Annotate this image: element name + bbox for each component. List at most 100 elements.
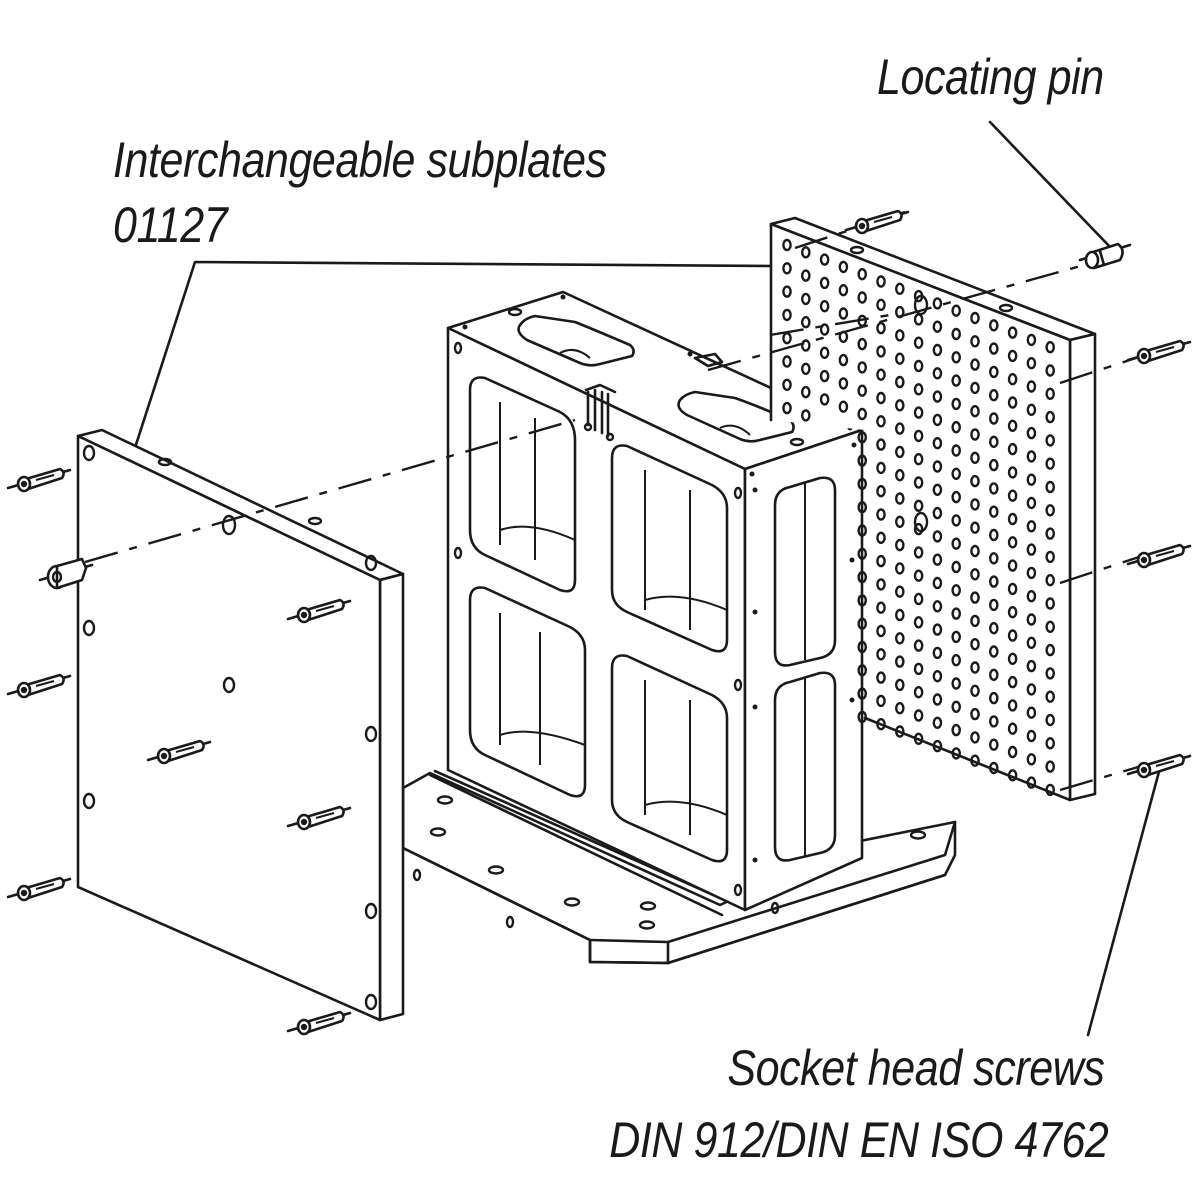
socket-head-screw (6, 876, 72, 902)
grid-hole (838, 400, 849, 413)
grid-hole (1007, 769, 1018, 782)
grid-hole (951, 654, 962, 667)
socket-head-screw (1126, 543, 1192, 569)
grid-hole (876, 508, 886, 521)
grid-hole (1026, 496, 1037, 510)
grid-hole (1045, 527, 1055, 540)
grid-hole (932, 390, 943, 403)
grid-hole (857, 664, 868, 677)
grid-hole (970, 661, 980, 674)
grid-hole (1045, 643, 1055, 657)
center-lines (84, 210, 1146, 792)
socket-head-screw (6, 467, 72, 493)
grid-hole (895, 422, 905, 435)
pin-bracket (583, 352, 724, 442)
grid-hole (989, 715, 999, 728)
grid-hole (876, 624, 886, 638)
leader-locating-pin (988, 120, 1113, 250)
grid-hole (819, 393, 830, 406)
grid-hole (989, 645, 999, 658)
grid-hole (951, 560, 962, 574)
grid-hole (1007, 536, 1018, 549)
grid-hole (970, 474, 980, 488)
grid-hole (951, 490, 962, 504)
grid-hole (970, 568, 980, 581)
grid-hole (913, 383, 924, 396)
grid-hole (970, 591, 980, 604)
grid-hole (1026, 566, 1037, 580)
socket-head-screw (286, 805, 352, 831)
grid-hole (1007, 442, 1018, 456)
grid-hole (819, 369, 830, 383)
grid-hole (1007, 512, 1018, 526)
grid-hole (1045, 574, 1055, 587)
grid-hole (857, 361, 868, 374)
grid-hole (895, 352, 905, 365)
grid-hole (857, 291, 868, 304)
grid-hole (895, 375, 905, 389)
locating-pin-right (1078, 242, 1132, 270)
grid-hole (1026, 683, 1037, 696)
socket-head-screw (146, 739, 212, 765)
grid-hole (951, 723, 962, 737)
grid-hole (1026, 706, 1037, 719)
grid-hole (932, 297, 943, 310)
grid-hole (913, 639, 924, 652)
label-subplates-title: Interchangeable subplates (113, 132, 607, 188)
grid-hole (989, 668, 999, 681)
grid-hole (951, 514, 962, 527)
grid-hole (951, 444, 962, 457)
grid-hole (1007, 652, 1018, 665)
socket-head-screws (6, 209, 1192, 1036)
grid-hole (857, 547, 868, 560)
grid-hole (1045, 434, 1055, 447)
grid-hole (989, 505, 999, 518)
grid-hole (876, 368, 886, 381)
grid-hole (970, 311, 980, 325)
grid-hole (876, 554, 886, 568)
grid-hole (989, 319, 999, 332)
leader-lines (120, 120, 1162, 1037)
grid-hole (876, 578, 886, 591)
grid-hole (857, 594, 868, 607)
grid-hole (1007, 606, 1018, 619)
grid-hole (913, 476, 924, 489)
grid-hole (1045, 480, 1055, 494)
grid-hole (1007, 559, 1018, 572)
subplate-right (769, 216, 1097, 802)
grid-hole (970, 684, 980, 697)
grid-hole (1045, 783, 1055, 797)
grid-hole (913, 662, 924, 676)
grid-hole (857, 477, 868, 491)
grid-hole (951, 677, 962, 690)
grid-hole (1045, 620, 1055, 633)
grid-hole (1045, 690, 1055, 703)
grid-hole (876, 694, 886, 708)
grid-hole (970, 358, 980, 371)
grid-hole (1026, 636, 1037, 649)
grid-hole (970, 451, 980, 464)
grid-hole (970, 638, 980, 651)
grid-hole (857, 384, 868, 397)
grid-hole (913, 732, 924, 745)
grid-hole (913, 453, 924, 466)
grid-hole (1045, 410, 1055, 424)
grid-hole (989, 482, 999, 495)
grid-hole (876, 485, 886, 498)
grid-holes (782, 238, 1055, 797)
grid-hole (838, 377, 849, 390)
grid-hole (989, 691, 999, 705)
grid-hole (782, 401, 792, 415)
grid-hole (1007, 373, 1018, 386)
grid-hole (895, 632, 905, 645)
grid-hole (895, 678, 905, 692)
grid-hole (819, 346, 830, 359)
grid-hole (1026, 613, 1037, 626)
leader-socket-screws (1086, 766, 1162, 1037)
grid-hole (932, 320, 943, 333)
grid-hole (819, 253, 830, 266)
grid-hole (989, 761, 999, 775)
grid-hole (1026, 333, 1037, 347)
grid-hole (895, 608, 905, 622)
grid-hole (989, 458, 999, 472)
